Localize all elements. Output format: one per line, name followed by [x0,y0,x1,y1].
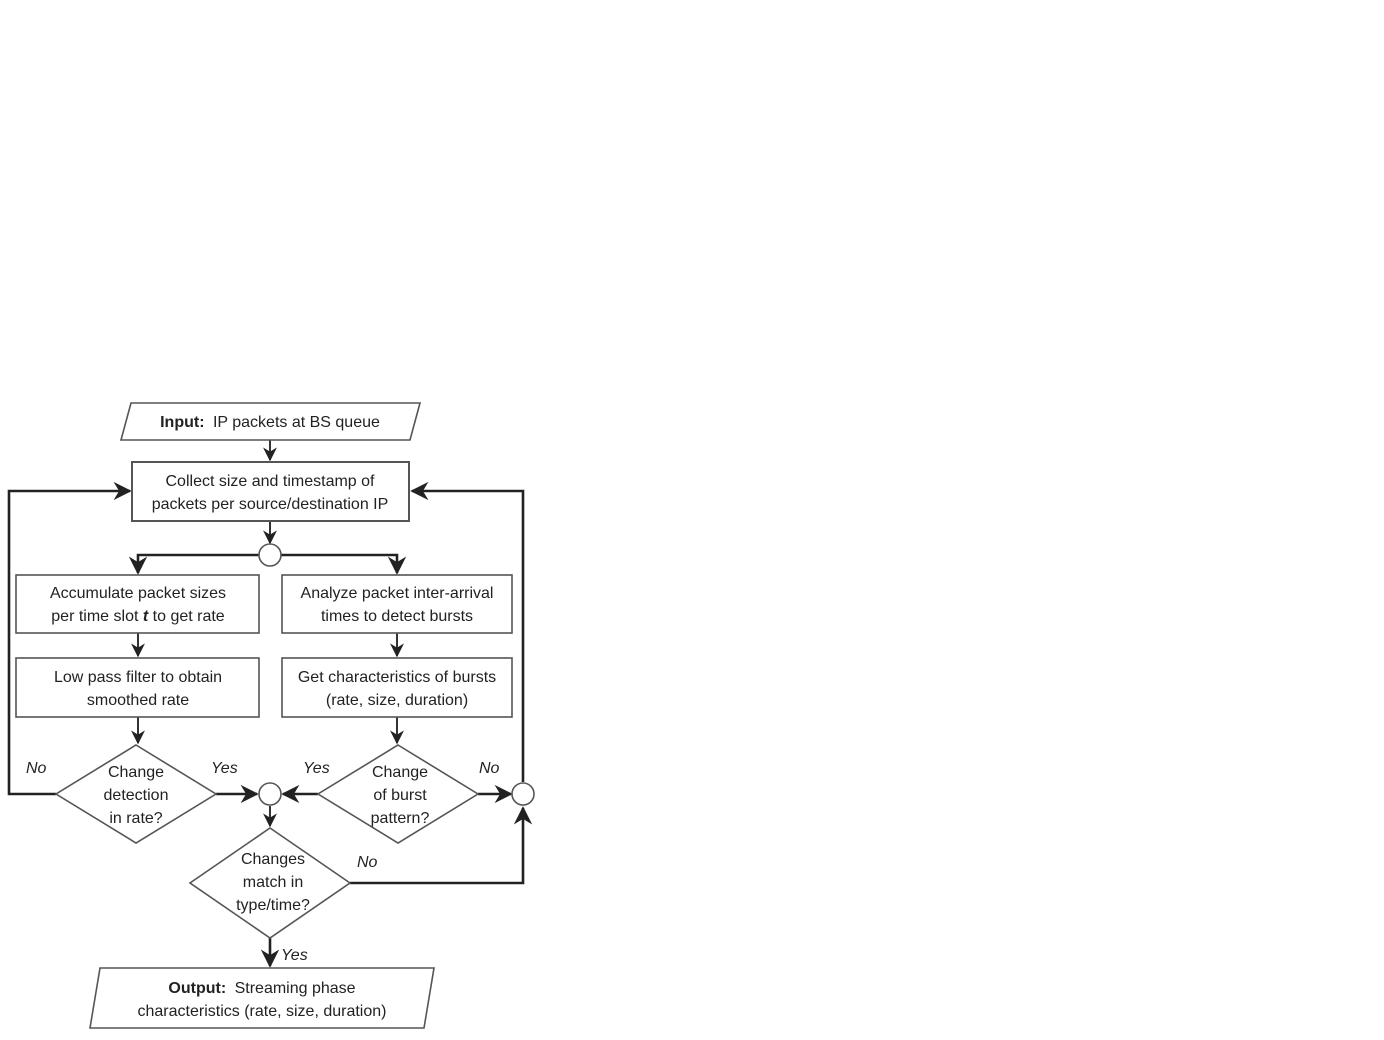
changes-match-line3: type/time? [236,897,310,914]
edge-label-match-no: No [357,854,378,871]
edge-labels: No Yes Yes No No Yes [26,760,500,964]
characteristics-line2: (rate, size, duration) [326,692,468,709]
output-text: Streaming phase [235,980,356,997]
svg-text:Input: IP packets at BS: Input: IP packets at BS queue [160,414,380,431]
change-burst-line2: of burst [373,787,427,804]
analyze-node: Analyze packet inter-arrival times to de… [281,574,513,634]
svg-text:Output: Streaming phase: Output: Streaming phase [168,980,355,997]
lowpass-line1: Low pass filter to obtain [54,669,222,686]
accumulate-line1: Accumulate packet sizes [50,585,226,602]
change-rate-line1: Change [108,764,164,781]
changes-match-line1: Changes [241,851,305,868]
analyze-line2: times to detect bursts [321,608,473,625]
output-line2: characteristics (rate, size, duration) [138,1003,387,1020]
change-rate-line3: in rate? [109,810,162,827]
change-rate-decision: Change detection in rate? [54,744,218,844]
input-text: IP packets at BS queue [213,414,380,431]
change-burst-line1: Change [372,764,428,781]
lowpass-node: Low pass filter to obtain smoothed rate [15,657,260,718]
characteristics-line1: Get characteristics of bursts [298,669,496,686]
change-rate-line2: detection [104,787,169,804]
changes-match-line2: match in [243,874,303,891]
right-junction [511,782,535,806]
svg-text:per time slot t to get rate: per time slot t to get rate [51,608,225,625]
change-burst-decision: Change of burst pattern? [316,744,480,844]
collect-line1: Collect size and timestamp of [166,473,376,490]
edge-label-rate-no: No [26,760,47,777]
edge-label-match-yes: Yes [281,947,308,964]
connectors [7,440,533,968]
lowpass-line2: smoothed rate [87,692,189,709]
input-node: Input: IP packets at BS queue [119,402,422,441]
output-node: Output: Streaming phase characteristics … [89,967,435,1029]
accumulate-node: Accumulate packet sizes per time slot t … [15,574,260,634]
edge-label-rate-yes: Yes [211,760,238,777]
characteristics-node: Get characteristics of bursts (rate, siz… [281,657,513,718]
input-label: Input: [160,414,204,431]
accumulate-line2b: t [143,608,149,625]
change-burst-line3: pattern? [371,810,430,827]
changes-match-decision: Changes match in type/time? [188,827,352,939]
accumulate-line2a: per time slot [51,608,143,625]
analyze-line1: Analyze packet inter-arrival [301,585,494,602]
collect-line2: packets per source/destination IP [152,496,389,513]
edge-label-burst-yes: Yes [303,760,330,777]
output-label: Output: [168,980,226,997]
collect-node: Collect size and timestamp of packets pe… [131,461,410,522]
split-junction [258,543,282,567]
accumulate-line2c: to get rate [148,608,225,625]
merge-junction [258,782,282,806]
edge-label-burst-no: No [479,760,500,777]
